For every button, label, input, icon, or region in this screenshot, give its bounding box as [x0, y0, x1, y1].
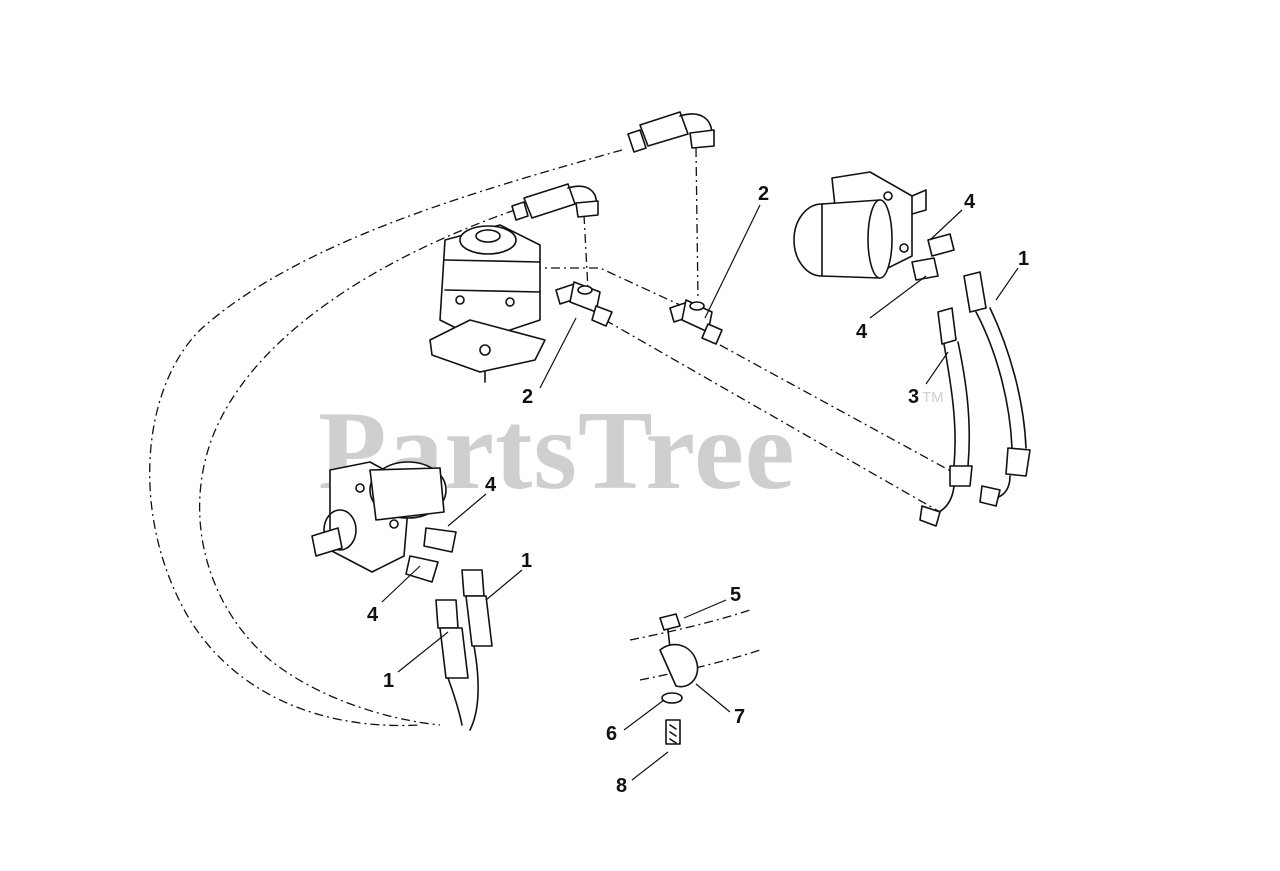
centerline-b [695, 147, 699, 301]
callout-2-center: 2 [522, 386, 533, 408]
hose-fitting-second [511, 183, 599, 221]
callout-4-upper-right: 4 [964, 191, 976, 213]
watermark-trademark: TM [922, 389, 944, 406]
callout-7-clamp: 7 [734, 706, 745, 728]
hoses-left [435, 569, 493, 731]
centerline-c [532, 267, 681, 306]
callout-5-clamp-nut: 5 [730, 584, 741, 606]
leader-lines [381, 204, 1019, 781]
tee-fitting-left [555, 281, 613, 327]
callout-6-washer: 6 [606, 723, 617, 745]
hose-fitting-top [627, 111, 715, 153]
centerline-a [583, 214, 589, 291]
callout-4-left-upper: 4 [485, 474, 497, 496]
clamp-assembly [629, 609, 761, 745]
callout-1-left-lower: 1 [383, 670, 394, 692]
hose-route-outer [149, 149, 623, 727]
callout-3-right: 3 [908, 386, 919, 408]
callout-8-bolt: 8 [616, 775, 627, 797]
callout-4-right: 4 [856, 321, 868, 343]
hydraulic-pump-center [429, 224, 546, 383]
callout-4-left-lower: 4 [367, 604, 379, 626]
elbow-fittings-right [911, 233, 955, 281]
wheel-motor-right [793, 171, 927, 279]
centerline-d [604, 319, 941, 513]
elbow-fittings-left [405, 527, 457, 583]
hoses-right [919, 271, 1031, 527]
callout-2-upper: 2 [758, 183, 769, 205]
callout-labels: 2 4 1 4 3 2 4 1 4 1 5 7 6 8 [367, 183, 1029, 797]
tee-fitting-right [669, 299, 723, 345]
callout-1-upper-right: 1 [1018, 248, 1029, 270]
hose-route-inner [198, 209, 516, 726]
wheel-motor-left [311, 461, 447, 573]
centerline-e [719, 344, 959, 476]
callout-1-left-upper: 1 [521, 550, 532, 572]
